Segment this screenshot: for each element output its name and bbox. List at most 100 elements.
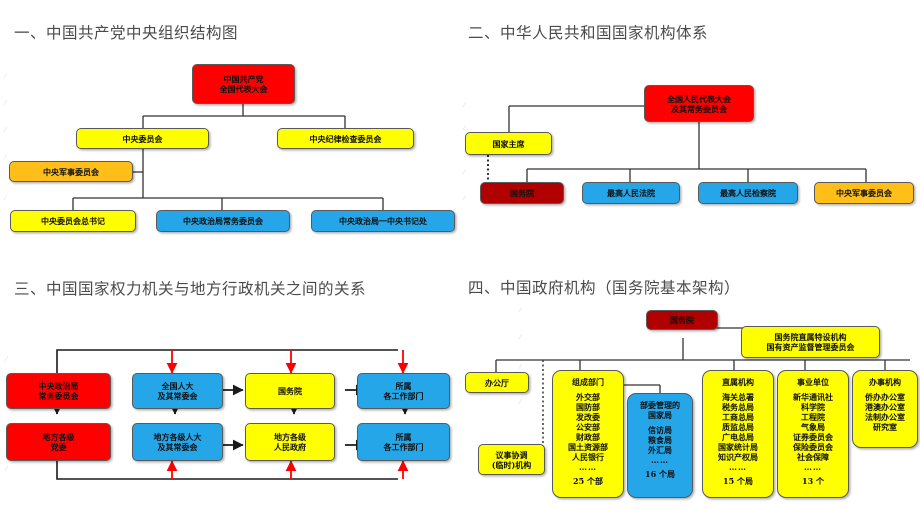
node-line: 及其常委会 xyxy=(157,442,198,452)
node-line: 各工作部门 xyxy=(383,442,424,452)
node-central-military-commission[interactable]: 中央军事委员会 xyxy=(814,182,914,204)
node-line: 国有资产监督管理委员会 xyxy=(766,342,855,352)
node-item: 公安部 xyxy=(576,422,600,432)
page-mark: ⁄ xyxy=(464,125,466,132)
node-item-list: 新华通讯社科学院工程院气象局证券委员会保险委员会社会保障 xyxy=(779,392,847,462)
node-state-council[interactable]: 国务院 xyxy=(245,373,335,409)
node-title: 办事机构 xyxy=(869,377,901,387)
node-item: 国家统计局 xyxy=(718,442,758,452)
node-line: 及其常务委员会 xyxy=(671,103,727,114)
node-item: 气象局 xyxy=(801,422,825,432)
section-state-structure: 二、中华人民共和国国家机构体系 xyxy=(460,0,920,260)
node-count: 15 个局 xyxy=(723,476,753,486)
node-local-peoples-congress[interactable]: 地方各级人大 及其常委会 xyxy=(132,423,223,461)
node-count: 13 个 xyxy=(802,476,824,486)
node-line: 议事协调 xyxy=(495,449,528,460)
node-ellipsis: …… xyxy=(579,462,597,472)
section-2-connectors xyxy=(460,0,920,260)
page-mark: ⁄ xyxy=(5,73,7,80)
node-local-government[interactable]: 地方各级 人民政府 xyxy=(245,423,335,461)
node-item-list: 外交部国防部发改委公安部财政部国土资源部人民银行 xyxy=(554,392,622,462)
node-title: 事业单位 xyxy=(797,377,829,387)
node-supreme-court[interactable]: 最高人民法院 xyxy=(582,182,680,204)
node-item: 工程院 xyxy=(801,412,825,422)
node-state-council-departments[interactable]: 所属 各工作部门 xyxy=(357,373,450,409)
node-administrative-offices[interactable]: 办事机构 侨办办公室港澳办公室法制办公室研究室 xyxy=(852,370,918,448)
page-mark: ⁄ xyxy=(5,100,7,107)
node-item: 国土资源部 xyxy=(568,442,608,452)
node-politburo-standing-committee[interactable]: 中央政治局常务委员会 xyxy=(156,210,290,232)
page-mark: ⁄ xyxy=(5,127,7,134)
section-4-heading: 四、中国政府机构（国务院基本架构） xyxy=(468,280,741,297)
node-state-council[interactable]: 国务院 xyxy=(646,310,718,330)
node-coordination-bodies[interactable]: 议事协调 (临时)机构 xyxy=(478,444,545,475)
node-line: 党委 xyxy=(50,442,67,452)
section-power-local-relations: 三、中国国家权力机关与地方行政机关之间的关系 xyxy=(0,260,460,518)
node-line: 中国共产党 xyxy=(223,74,264,84)
node-line: 中央政治局 xyxy=(38,381,79,391)
node-supreme-procuratorate[interactable]: 最高人民检察院 xyxy=(698,182,798,204)
section-1-connectors xyxy=(0,0,460,260)
node-general-office[interactable]: 办公厅 xyxy=(465,372,529,393)
node-national-peoples-congress[interactable]: 全国人民代表大会 及其常务委员会 xyxy=(644,85,754,122)
section-1-heading: 一、中国共产党中央组织结构图 xyxy=(14,25,239,42)
node-ellipsis: …… xyxy=(804,462,822,472)
node-item: 法制办公室 xyxy=(865,412,905,422)
node-item: 侨办办公室 xyxy=(865,392,905,402)
node-special-agency[interactable]: 国务院直属特设机构 国有资产监督管理委员会 xyxy=(741,326,880,358)
node-item: 港澳办公室 xyxy=(865,402,905,412)
page-mark: ⁄ xyxy=(5,195,7,202)
node-line: 地方各级 xyxy=(274,432,306,442)
node-line: 地方各级 xyxy=(42,432,75,442)
node-line: (临时)机构 xyxy=(491,459,532,470)
section-government-structure: 四、中国政府机构（国务院基本架构） xyxy=(460,260,920,518)
node-count: 25 个部 xyxy=(573,476,603,486)
node-party-congress[interactable]: 中国共产党 全国代表大会 xyxy=(192,64,295,104)
node-line: 各工作部门 xyxy=(383,391,424,401)
page-mark: ⁄ xyxy=(5,154,7,161)
node-line: 人民政府 xyxy=(274,442,306,452)
node-ellipsis: …… xyxy=(729,462,747,472)
node-item: 粮食局 xyxy=(648,435,672,445)
node-item: 信访局 xyxy=(648,425,672,435)
page-mark: ⁄ xyxy=(520,334,522,341)
node-central-committee[interactable]: 中央委员会 xyxy=(76,128,209,149)
node-item: 保险委员会 xyxy=(793,442,833,452)
node-line: 部委管理的 xyxy=(640,400,680,410)
node-line: 常务委员会 xyxy=(38,391,79,401)
node-title: 组成部门 xyxy=(572,377,604,387)
node-item: 质监总局 xyxy=(722,422,754,432)
node-politburo-standing-committee[interactable]: 中央政治局 常务委员会 xyxy=(6,373,111,409)
node-general-secretary[interactable]: 中央委员会总书记 xyxy=(10,210,136,232)
node-item: 广电总局 xyxy=(722,432,754,442)
node-item: 人民银行 xyxy=(572,452,604,462)
node-national-peoples-congress[interactable]: 全国人大 及其常委会 xyxy=(132,373,223,409)
node-item-list: 侨办办公室港澳办公室法制办公室研究室 xyxy=(854,392,916,432)
node-direct-agencies[interactable]: 直属机构 海关总署税务总局工商总局质监总局广电总局国家统计局知识产权局 …… 1… xyxy=(702,370,774,498)
node-item: 海关总署 xyxy=(722,392,754,402)
node-discipline-commission[interactable]: 中央纪律检查委员会 xyxy=(277,128,414,149)
node-public-institutions[interactable]: 事业单位 新华通讯社科学院工程院气象局证券委员会保险委员会社会保障 …… 13 … xyxy=(777,370,849,498)
node-item: 外交部 xyxy=(576,392,600,402)
node-local-departments[interactable]: 所属 各工作部门 xyxy=(357,423,450,461)
node-state-president[interactable]: 国家主席 xyxy=(465,132,552,155)
node-local-party-committees[interactable]: 地方各级 党委 xyxy=(6,423,111,461)
node-item: 新华通讯社 xyxy=(793,392,833,402)
section-party-structure: 一、中国共产党中央组织结构图 xyxy=(0,0,460,260)
node-line: 全国代表大会 xyxy=(219,84,268,94)
node-politburo-secretariat[interactable]: 中央政治局一中央书记处 xyxy=(311,210,455,232)
node-state-bureaus[interactable]: 部委管理的 国家局 信访局粮食局外汇局 …… 16 个局 xyxy=(627,393,693,498)
page-mark: ⁄ xyxy=(464,195,466,202)
node-item: 工商总局 xyxy=(722,412,754,422)
page-mark: ⁄ xyxy=(464,102,466,109)
node-constituent-departments[interactable]: 组成部门 外交部国防部发改委公安部财政部国土资源部人民银行 …… 25 个部 xyxy=(552,370,624,498)
node-item: 研究室 xyxy=(873,422,897,432)
node-line: 国务院直属特设机构 xyxy=(774,332,847,342)
page-mark: ⁄ xyxy=(520,307,522,314)
node-line: 全国人大 xyxy=(161,381,194,391)
node-state-council[interactable]: 国务院 xyxy=(480,182,564,204)
page-mark: ⁄ xyxy=(520,399,522,406)
node-central-military-commission[interactable]: 中央军事委员会 xyxy=(9,161,133,182)
node-item-list: 信访局粮食局外汇局 xyxy=(629,425,691,455)
